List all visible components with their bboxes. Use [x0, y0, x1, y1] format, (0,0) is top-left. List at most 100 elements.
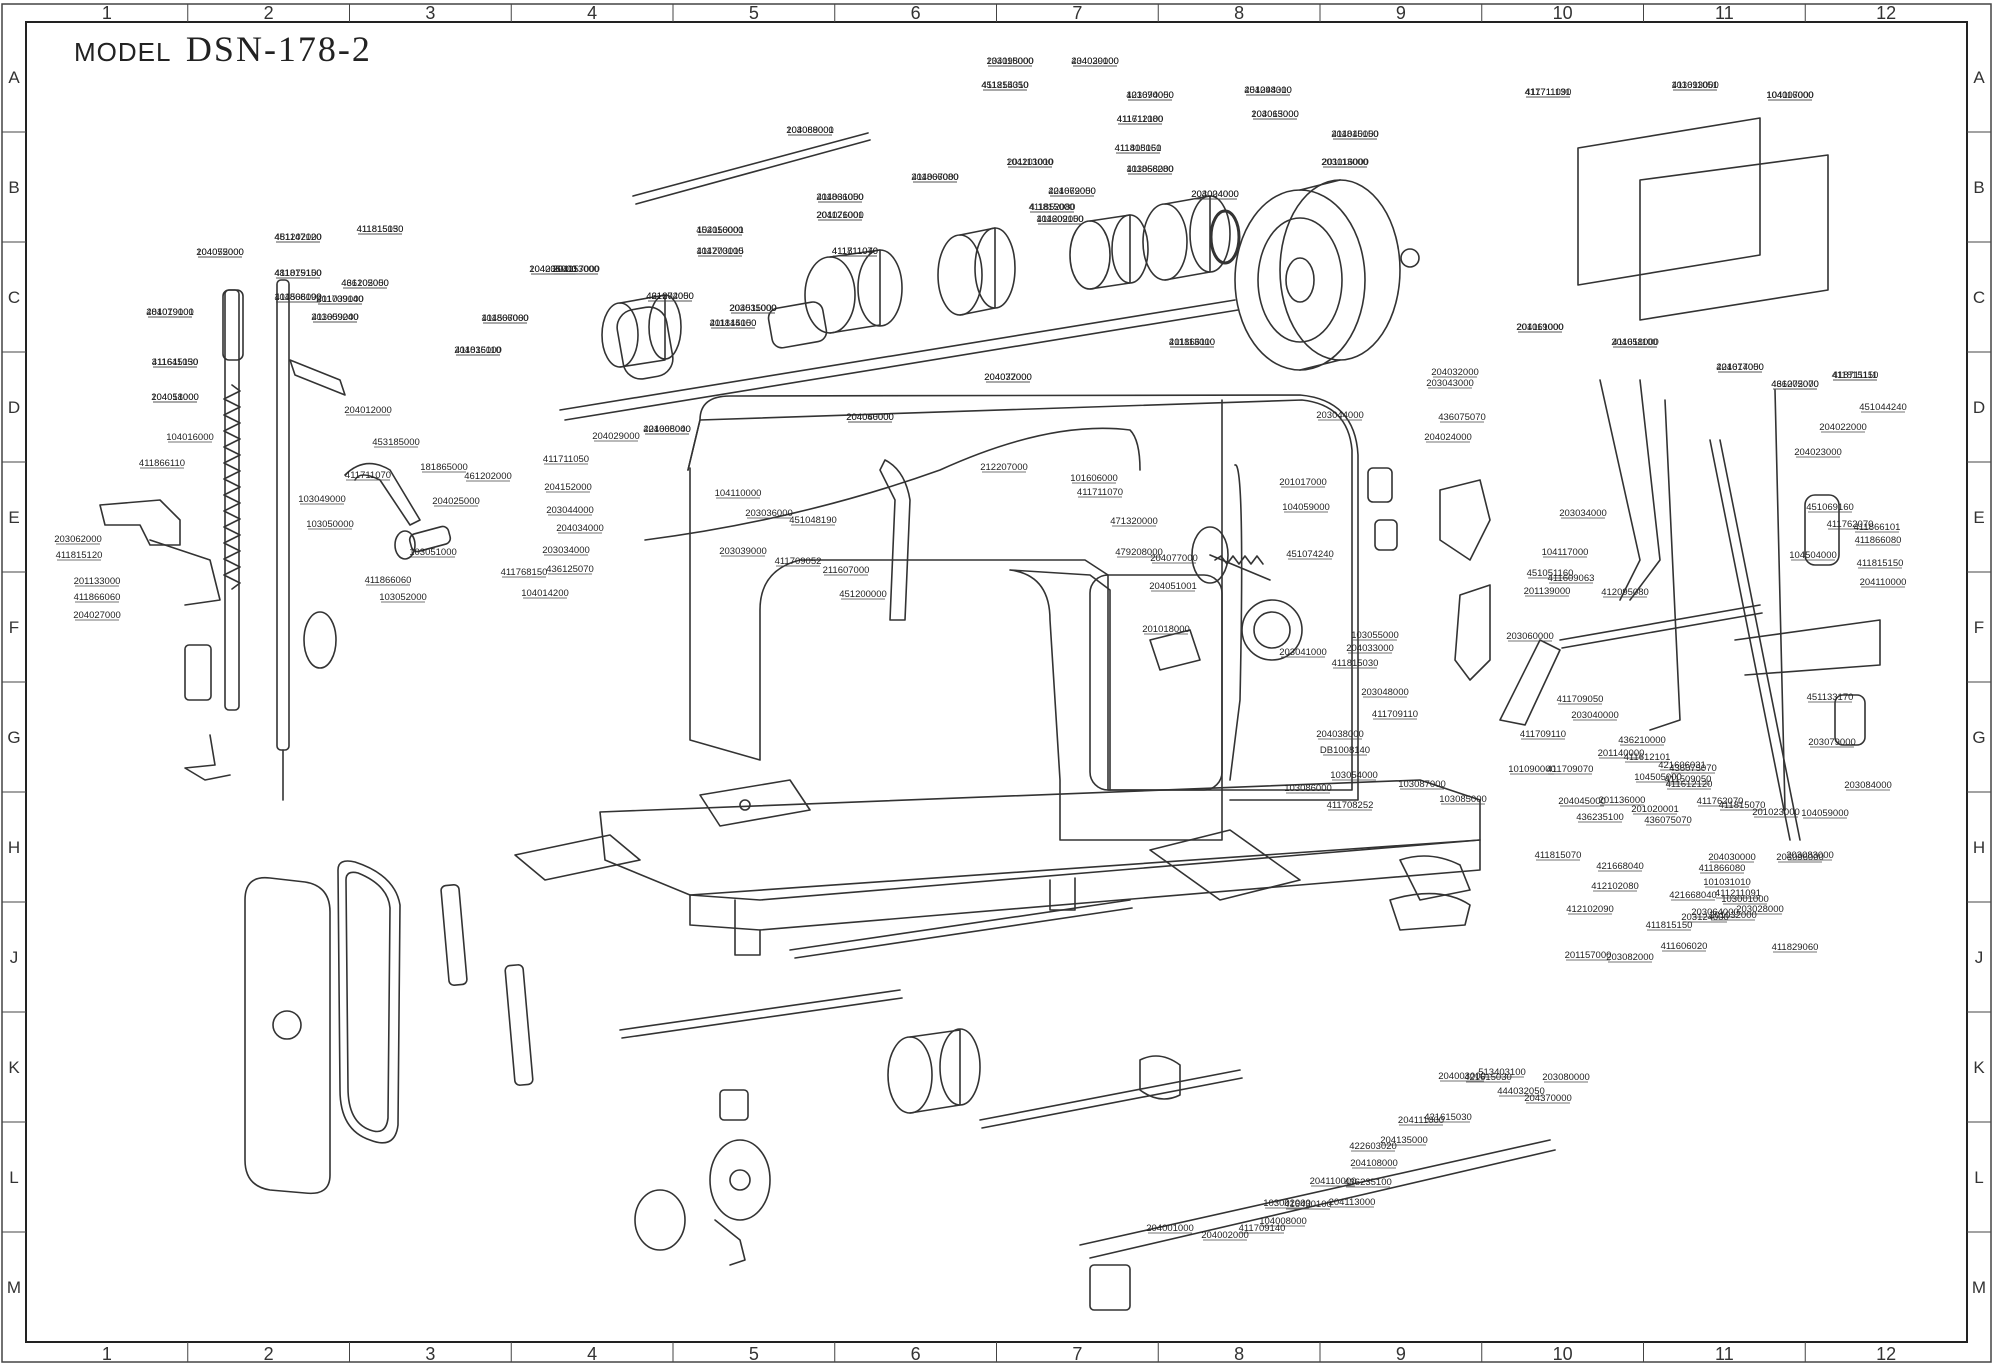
- eccentric-cylinder-r2: [1834, 694, 1866, 746]
- part-number-label: 201032000: [1709, 910, 1757, 921]
- part-number-label: 204025000: [432, 496, 480, 507]
- row-label-left: E: [8, 508, 19, 527]
- part-number-label: 411609150: [1037, 214, 1084, 225]
- part-number-label: 421668040: [1669, 890, 1717, 901]
- part-number-label: 481079101: [146, 307, 194, 318]
- column-label-bottom: 3: [425, 1344, 435, 1364]
- row-label-right: D: [1973, 398, 1985, 417]
- part-number-label: 204024000: [1424, 432, 1472, 443]
- part-number-label: 204040000: [1331, 129, 1379, 140]
- part-number-label: 203044000: [1316, 410, 1364, 421]
- row-label-right: L: [1974, 1168, 1983, 1187]
- part-number-label: 104116000: [697, 225, 744, 236]
- row-label-left: L: [9, 1168, 18, 1187]
- part-number-label: 461202000: [646, 291, 694, 302]
- part-number-label: 451048190: [789, 515, 837, 526]
- part-number-label: 204072000: [984, 372, 1032, 383]
- column-label-top: 7: [1072, 3, 1082, 23]
- part-number-label: 203040000: [1571, 710, 1619, 721]
- part-number-label: 411711070: [345, 470, 391, 481]
- part-number-label: 104008000: [1259, 1216, 1307, 1227]
- part-number-label: 204511000: [730, 303, 777, 314]
- part-number-label: 204004000: [1191, 189, 1239, 200]
- row-label-right: G: [1972, 728, 1985, 747]
- part-number-label: 411509050: [1665, 774, 1712, 785]
- part-number-label: 204108000: [1350, 1158, 1398, 1169]
- row-label-right: F: [1974, 618, 1984, 637]
- part-number-label: 211607000: [823, 565, 870, 576]
- row-label-left: F: [9, 618, 19, 637]
- part-number-label: 204033000: [1346, 643, 1394, 654]
- belt-cover-back: [1577, 117, 1761, 286]
- bushing-upper-1: [616, 306, 674, 380]
- part-number-label: 104059000: [1282, 502, 1330, 513]
- part-number-label: 104201010: [1006, 157, 1054, 168]
- part-number-label: 411866080: [1855, 535, 1902, 546]
- rod-foot: [714, 1219, 746, 1266]
- bushing-lower-1: [440, 884, 468, 986]
- part-number-label: 204001000: [1146, 1223, 1194, 1234]
- part-number-label: 103051000: [409, 547, 457, 558]
- part-number-label: 204115000: [987, 56, 1034, 67]
- part-number-label: 411711131: [1525, 87, 1570, 98]
- bed-plate: [599, 779, 1481, 896]
- column-label-bottom: 7: [1072, 1344, 1082, 1364]
- part-number-label: 421615030: [1424, 1112, 1472, 1123]
- part-number-label: 201144000: [710, 318, 757, 329]
- row-label-left: C: [8, 288, 20, 307]
- lift-lever: [1649, 399, 1681, 731]
- part-number-label: 411815150: [1646, 920, 1693, 931]
- part-number-label: 204003000: [1438, 1071, 1486, 1082]
- part-number-label: 436210000: [1618, 735, 1666, 746]
- part-number-label: 421615030: [1464, 1072, 1512, 1083]
- part-number-label: 481147120: [275, 232, 322, 243]
- part-number-label: 451294310: [1244, 85, 1292, 96]
- feed-fork: [1454, 584, 1491, 681]
- part-number-label: 204052000: [196, 247, 244, 258]
- part-number-label: 204110000: [1860, 577, 1907, 588]
- part-number-label: 411709140: [1239, 1223, 1286, 1234]
- part-number-label: 204035000: [529, 264, 577, 275]
- part-number-label: 204017000: [1716, 362, 1764, 373]
- part-number-label: 133098000: [986, 56, 1034, 67]
- part-number-label: 411762070: [1827, 519, 1874, 530]
- part-number-label: 203016000: [1321, 157, 1369, 168]
- part-number-label: 204119000: [1517, 322, 1564, 333]
- face-plate: [244, 876, 331, 1195]
- part-number-label: 204032000: [1431, 367, 1479, 378]
- part-number-label: 104507000: [481, 313, 529, 324]
- presser-foot: [184, 734, 231, 781]
- part-number-label: 203124000: [1681, 912, 1729, 923]
- part-number-label: 451074240: [1286, 549, 1334, 560]
- part-number-label: 201113000: [1169, 337, 1215, 348]
- part-number-label: 311645130: [152, 357, 199, 368]
- part-number-label: 104016000: [166, 432, 214, 443]
- main-shaft: [559, 299, 1236, 411]
- column-label-bottom: 12: [1876, 1344, 1896, 1364]
- part-number-label: 201113000: [1007, 157, 1053, 168]
- column-label-bottom: 4: [587, 1344, 597, 1364]
- presser-bar: [224, 289, 240, 711]
- eccentric-2: [1069, 220, 1111, 290]
- part-number-label: 418711111: [1833, 370, 1878, 381]
- crank-rod: [408, 525, 452, 553]
- pulley-hub: [1285, 257, 1315, 303]
- part-number-label: 411866060: [74, 592, 121, 603]
- part-number-label: 411815150: [357, 224, 404, 235]
- part-number-label: 411815150: [1832, 370, 1879, 381]
- part-number-label: 181865000: [420, 462, 468, 473]
- bushing-lower-2: [504, 964, 534, 1086]
- part-number-label: 204002000: [1201, 1230, 1249, 1241]
- part-number-label: 411866080: [1699, 863, 1746, 874]
- part-number-label: 203039000: [719, 546, 767, 557]
- upper-shaft-b: [635, 139, 871, 205]
- part-number-label: 411811040: [832, 246, 878, 257]
- part-number-label: 204135000: [1380, 1135, 1428, 1146]
- part-number-label: 204051000: [151, 392, 199, 403]
- part-number-label: 417711090: [1525, 87, 1572, 98]
- part-number-label: 103089000: [786, 125, 834, 136]
- part-number-label: 411211091: [1715, 888, 1761, 899]
- part-number-label: 411709110: [1520, 729, 1566, 740]
- part-number-label: 411866110: [139, 458, 185, 469]
- part-number-label: 471320000: [1110, 516, 1158, 527]
